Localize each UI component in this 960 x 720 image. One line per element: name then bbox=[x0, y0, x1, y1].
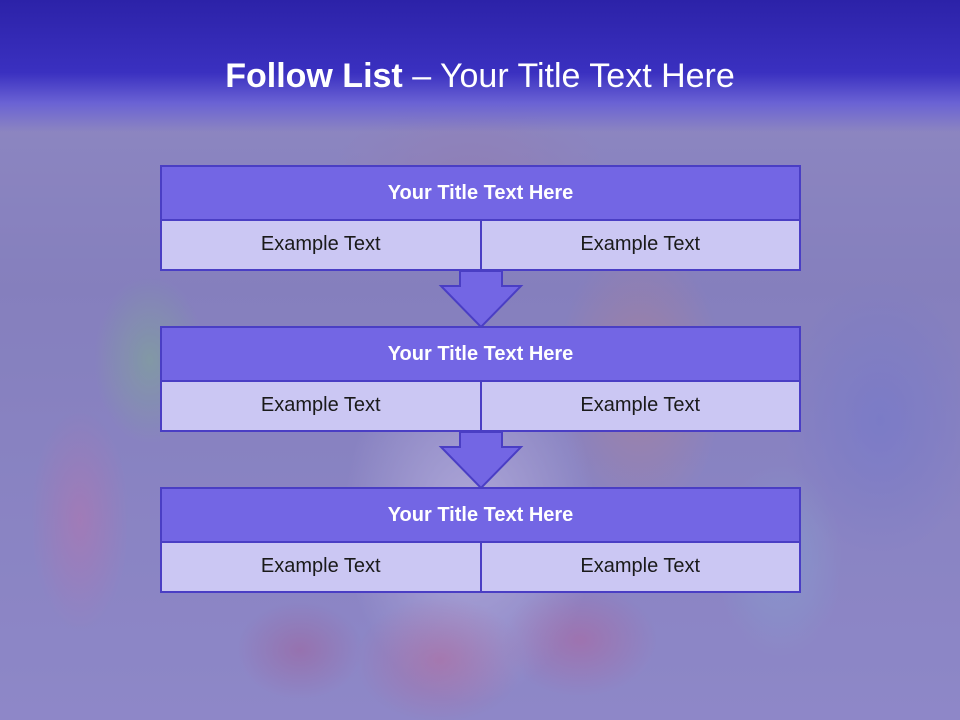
block-cell-left: Example Text bbox=[160, 543, 482, 593]
slide-title: Follow List – Your Title Text Here bbox=[0, 52, 960, 100]
title-band bbox=[0, 0, 960, 132]
list-block-1: Your Title Text Here Example Text Exampl… bbox=[160, 165, 801, 271]
block-cell-right: Example Text bbox=[481, 221, 801, 271]
block-row: Example Text Example Text bbox=[160, 543, 801, 593]
block-cell-right: Example Text bbox=[481, 382, 801, 432]
block-row: Example Text Example Text bbox=[160, 382, 801, 432]
list-block-3: Your Title Text Here Example Text Exampl… bbox=[160, 487, 801, 593]
list-block-2: Your Title Text Here Example Text Exampl… bbox=[160, 326, 801, 432]
slide-title-rest: – Your Title Text Here bbox=[402, 57, 735, 95]
block-title: Your Title Text Here bbox=[160, 165, 801, 221]
block-cell-right: Example Text bbox=[481, 543, 801, 593]
block-cell-left: Example Text bbox=[160, 221, 482, 271]
block-title: Your Title Text Here bbox=[160, 487, 801, 543]
slide-title-bold: Follow List bbox=[225, 57, 403, 95]
down-arrow-icon bbox=[438, 270, 524, 329]
block-cell-left: Example Text bbox=[160, 382, 482, 432]
block-title: Your Title Text Here bbox=[160, 326, 801, 382]
down-arrow-icon bbox=[438, 431, 524, 490]
block-row: Example Text Example Text bbox=[160, 221, 801, 271]
